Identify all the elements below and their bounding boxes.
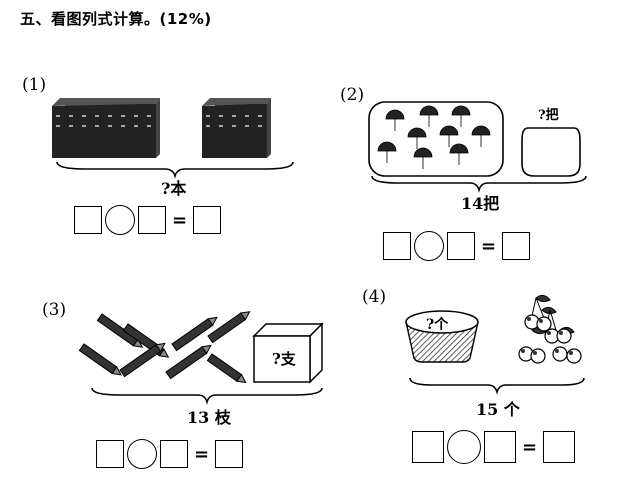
equals-sign: = [481, 235, 497, 257]
result-box[interactable] [502, 232, 531, 260]
brace-2 [371, 175, 587, 193]
section-title: 五、看图列式计算。(12%) [20, 10, 212, 28]
problem-2-label: (2) [340, 85, 365, 105]
pencil-box [252, 322, 324, 384]
cherries-illustration [518, 294, 582, 364]
answer-box[interactable] [96, 440, 124, 468]
equation-1: = [74, 205, 222, 235]
box-label: ?支 [272, 350, 296, 368]
operator-circle[interactable] [127, 439, 157, 469]
equals-sign: = [172, 209, 188, 231]
brace-1 [56, 161, 294, 179]
bowl-label: ?个 [426, 317, 449, 333]
equation-4: = [412, 430, 576, 464]
problem-4-label: (4) [362, 287, 387, 307]
equals-sign: = [522, 436, 538, 458]
answer-box[interactable] [138, 206, 166, 234]
answer-box[interactable] [412, 431, 444, 463]
problem-2-question: 14把 [461, 194, 500, 213]
books-illustration [52, 98, 160, 158]
answer-box[interactable] [484, 431, 516, 463]
result-box[interactable] [215, 440, 244, 468]
answer-box[interactable] [447, 232, 475, 260]
problem-3-question: 13 枝 [187, 408, 231, 427]
brace-3 [91, 387, 323, 405]
operator-circle[interactable] [105, 205, 135, 235]
equation-3: = [96, 439, 244, 469]
operator-circle[interactable] [447, 430, 481, 464]
equals-sign: = [194, 443, 210, 465]
bowl-illustration [405, 310, 479, 363]
problem-1-label: (1) [22, 75, 47, 95]
problem-3-label: (3) [42, 300, 67, 320]
problem-4-question: 15 个 [476, 400, 520, 419]
basket-label: ?把 [538, 108, 559, 123]
answer-box[interactable] [74, 206, 102, 234]
answer-box[interactable] [160, 440, 188, 468]
brace-4 [409, 377, 585, 395]
equation-2: = [383, 231, 531, 261]
umbrellas-group [368, 101, 504, 177]
basket-outline [521, 127, 581, 177]
pencils-illustration [78, 311, 251, 384]
answer-box[interactable] [383, 232, 411, 260]
books-illustration-2 [202, 98, 271, 158]
problem-1-question: ?本 [161, 179, 187, 198]
result-box[interactable] [543, 431, 576, 463]
result-box[interactable] [193, 206, 222, 234]
operator-circle[interactable] [414, 231, 444, 261]
